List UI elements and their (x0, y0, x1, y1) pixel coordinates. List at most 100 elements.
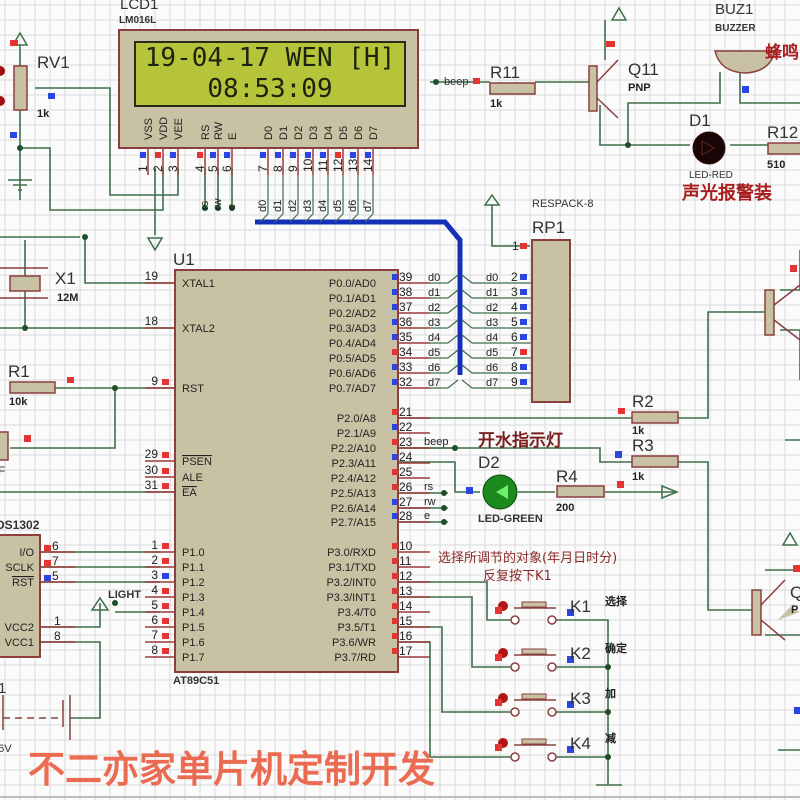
alarm-note: 声光报警装 (681, 182, 772, 204)
u1-pin-name: P2.3/A11 (332, 458, 376, 470)
u1-pin-name: P2.5/A13 (331, 488, 376, 500)
key-ref: K1 (570, 597, 591, 616)
rp1-net-label: d3 (486, 317, 498, 329)
key-ref: K3 (570, 689, 591, 708)
rp1-net-label: d7 (486, 377, 498, 389)
lcd-ref: LCD1 (120, 0, 158, 13)
lcd-pin-name: RS (200, 125, 212, 140)
lcd-pin-number: 11 (316, 159, 330, 172)
x1-crystal: X1 12M (0, 267, 78, 304)
u1-pin-name: P1.0 (182, 547, 205, 559)
pin-state-indicator (162, 558, 169, 564)
u1-net-label: d2 (428, 302, 440, 314)
u1-pin-name: P2.7/A15 (331, 517, 376, 529)
lcd-data-net-label: d3 (302, 200, 314, 212)
rp1-pin-number: 7 (511, 345, 518, 359)
switch-contact (510, 615, 520, 625)
lcd-pin-name: D2 (293, 126, 305, 140)
d1-part: LED-RED (689, 170, 733, 181)
pin-state-indicator (392, 484, 398, 490)
u1-pin-number: 37 (399, 300, 413, 314)
lcd-pin-name: E (227, 133, 239, 140)
pin-state-indicator (365, 152, 371, 158)
pin-state-indicator (320, 152, 326, 158)
lcd-pin-number: 7 (256, 165, 270, 172)
pin-state-indicator (155, 152, 161, 158)
buzzer-note: 蜂鸣 (765, 42, 799, 63)
ds1302-pin-name: I/O (19, 547, 34, 559)
u1-pin-number: 1 (151, 538, 158, 552)
lcd-ctrl-net-label: rw (212, 198, 224, 210)
u1-microcontroller: U1 AT89C51 19XTAL118XTAL29RST29PSEN30ALE… (145, 250, 449, 687)
u1-pin-number: 30 (145, 463, 159, 477)
switch-cap (521, 648, 547, 655)
ds1302-pin-number: 5 (52, 569, 59, 583)
bus-tap (461, 289, 473, 299)
u1-pin-name: P2.6/A14 (331, 503, 376, 515)
rp1-net-label: d6 (486, 362, 498, 374)
bus-tap (447, 319, 459, 329)
rp1-net-label: d1 (486, 287, 498, 299)
key-note-2: 反复按下K1 (483, 569, 552, 584)
rv1-potentiometer[interactable]: RV1 1k (0, 31, 164, 252)
q11-ref: Q11 (628, 60, 659, 79)
r3-ref: R3 (632, 436, 654, 455)
watermark: 不二亦家单片机定制开发 (28, 748, 435, 791)
ds1302-pin-name: VCC2 (5, 622, 34, 634)
pin-state-indicator (162, 618, 169, 624)
r11-value: 1k (490, 98, 503, 110)
pin-state-indicator (392, 573, 398, 579)
u1-pin-name: P2.2/A10 (331, 443, 376, 455)
lcd-data-net-label: d4 (317, 200, 329, 212)
u1-pin-name: P1.2 (182, 577, 205, 589)
u1-pin-number: 21 (399, 405, 413, 419)
pin-state-indicator (392, 289, 398, 295)
u1-pin-number: 23 (399, 435, 413, 449)
power-terminal-icon (483, 193, 501, 206)
u1-pin-number: 11 (399, 554, 412, 568)
u1-pin-name: P0.1/AD1 (329, 293, 376, 305)
u1-net-label: rw (424, 496, 436, 508)
q11-type: PNP (628, 82, 651, 94)
u1-pin-name: P2.1/A9 (337, 428, 376, 440)
rp1-net-label: d5 (486, 347, 498, 359)
u1-pin-number: 7 (151, 628, 158, 642)
bus-taps (259, 175, 374, 223)
u1-pin-number: 6 (151, 613, 158, 627)
u1-pin-number: 25 (399, 465, 413, 479)
rp1-pin-number: 2 (511, 270, 518, 284)
switch-contact (510, 752, 520, 762)
switch-contact (510, 707, 520, 717)
bus-tap (319, 213, 329, 223)
d2-ref: D2 (478, 453, 500, 472)
pin-state-indicator (162, 452, 169, 458)
pin-state-indicator (392, 334, 398, 340)
u1-pin-number: 24 (399, 450, 413, 464)
pin-state-indicator (392, 304, 398, 310)
lcd-line-1: 19-04-17 WEN [H] (145, 43, 395, 73)
u1-pin-name: P0.2/AD2 (329, 308, 376, 320)
u1-pin-name: P3.3/INT1 (326, 592, 376, 604)
pin-state-indicator (392, 454, 398, 460)
rp1-pin-number: 5 (511, 315, 518, 329)
u1-pin-number: 29 (145, 447, 159, 461)
lcd-pin-number: 4 (193, 165, 207, 172)
r11-net-label: beep (444, 76, 468, 88)
lcd-pin-name: D6 (353, 126, 365, 140)
bus-tap (364, 213, 374, 223)
pin-state-indicator (44, 560, 51, 566)
u1-pin-number: 38 (399, 285, 413, 299)
u1-pin-name: PSEN (182, 456, 212, 468)
lcd-data-net-label: d0 (257, 200, 269, 212)
ds1302-pin-name: SCLK (5, 562, 34, 574)
pin-state-indicator (495, 744, 502, 751)
bus-tap (274, 213, 284, 223)
u1-pin-name: P3.6/WR (332, 637, 376, 649)
